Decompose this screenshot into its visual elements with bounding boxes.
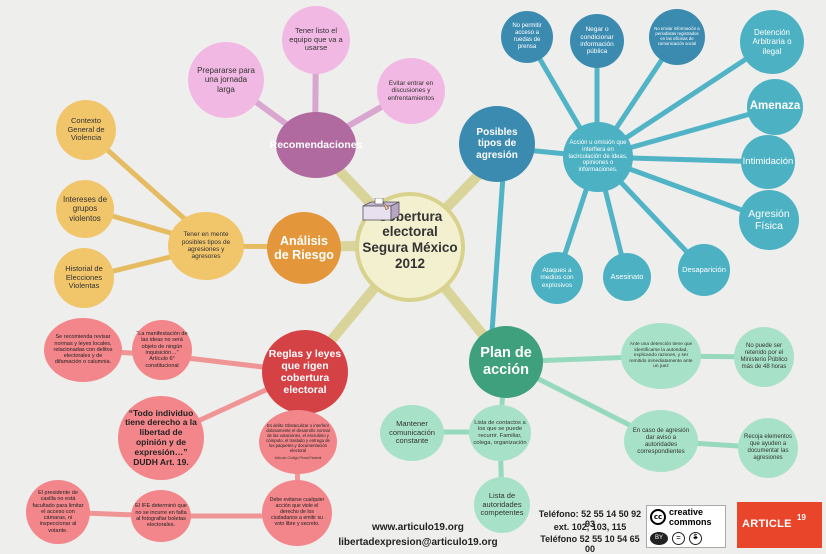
leaf-plan-6: En caso de agresión dar aviso a autorida…: [624, 410, 698, 472]
leaf-tipos-5: Amenaza: [747, 79, 803, 135]
leaf-plan-3: Mantener comunicación constante: [380, 405, 444, 461]
article19-number: 19: [797, 513, 806, 522]
leaf-tipos-2: Negar o condicionar información pública: [570, 14, 624, 68]
leaf-analisis-2: Intereses de grupos violentos: [56, 180, 114, 238]
ballot-box-icon: [362, 198, 400, 221]
leaf-recomendaciones-1: Prepararse para una jornada larga: [188, 42, 264, 118]
article19-logo[interactable]: ARTICLE 19: [737, 502, 822, 548]
cc-logo-row: cc creative commons: [650, 507, 724, 528]
creative-commons-badge[interactable]: cc creative commons BY = $: [646, 505, 726, 548]
cc-nd-icon: =: [672, 531, 685, 545]
links-plan: [413, 353, 769, 506]
leaf-analisis-3: Historial de Elecciones Violentas: [54, 248, 114, 308]
footer-ext: ext. 102, 103, 115: [553, 522, 627, 532]
leaf-plan-7: Recoja elementos que ayuden a documentar…: [738, 418, 798, 478]
leaf-tipos-3: No enviar información a periodistas regi…: [649, 9, 705, 65]
footer-website[interactable]: www.articulo19.org: [372, 522, 464, 533]
leaf-recomendaciones-3: Evitar entrar en discusiones y enfrentam…: [377, 58, 445, 124]
leaf-tipos-6: Intimidación: [741, 135, 795, 189]
leaf-reglas-1: Se recomienda revisar normas y leyes loc…: [44, 318, 122, 382]
leaf-reglas-6: El IFE determinó que no se incurre en fa…: [131, 490, 191, 542]
cc-by-icon: BY: [650, 531, 668, 545]
leaf-tipos-1: No permitir acceso a ruedas de prensa: [501, 11, 553, 63]
center-topic: Cobertura electoral Segura México 2012: [355, 192, 465, 302]
cc-license-row: BY = $: [650, 531, 722, 545]
leaf-tipos-7: Agresión Física: [739, 190, 799, 250]
links-tipos: [487, 35, 776, 361]
article19-word: ARTICLE: [742, 518, 792, 530]
hub-tipos: Acción u omisión que interfiera en lacir…: [563, 122, 633, 192]
leaf-reglas-4: Es delito Obstaculizar o interferir dolo…: [259, 410, 337, 474]
leaf-recomendaciones-2: Tener listo el equipo que va a usarse: [282, 6, 350, 74]
leaf-reglas-7: Debe evitarse cualquier acción que viole…: [262, 480, 332, 546]
hub-analisis: Tener en mente posibles tipos de agresio…: [168, 212, 244, 280]
leaf-tipos-8: Desaparición: [678, 244, 730, 296]
node-tipos: Posibles tipos de agresión: [459, 106, 535, 182]
cc-text-commons: commons: [669, 517, 712, 527]
leaf-analisis-1: Contexto General de Violencia: [56, 100, 116, 160]
leaf-reglas-3: “Todo individuo tiene derecho a la liber…: [118, 396, 204, 480]
leaf-tipos-10: Ataques a medios con explosivos: [531, 252, 583, 304]
leaf-plan-2: No puede ser retenido por el Ministerio …: [734, 327, 794, 387]
leaf-plan-4: Lista de contactos a los que se puede re…: [469, 405, 531, 461]
leaf-tipos-9: Asesinato: [603, 253, 651, 301]
footer-email[interactable]: libertadexpresion@articulo19.org: [338, 537, 498, 548]
cc-nc-icon: $: [689, 531, 702, 545]
leaf-reglas-2: “La manifestación de las ideas no será o…: [132, 320, 192, 380]
leaf-plan-1: Ante una detención tiene que identificar…: [621, 323, 701, 389]
cc-icon: cc: [650, 509, 666, 525]
leaf-reglas-5: El presidente de casilla no está faculta…: [26, 480, 90, 544]
node-plan: Plan de acción: [469, 326, 543, 398]
node-recomendaciones: Recomendaciones: [270, 112, 362, 178]
leaf-tipos-4: Detención Arbitraria o ilegal: [740, 10, 804, 74]
node-reglas: Reglas y leyes que rigen cobertura elect…: [262, 330, 348, 414]
footer-phone-2: Teléfono 52 55 10 54 65 00: [540, 534, 640, 554]
footer-phone-1: Teléfono: 52 55 14 50 92 93: [538, 509, 642, 529]
cc-text-creative: creative: [669, 507, 704, 517]
leaf-plan-5: Lista de autoridades competentes: [474, 477, 530, 533]
node-analisis: Análisis de Riesgo: [267, 212, 341, 284]
center-title: Cobertura electoral Segura México 2012: [362, 208, 458, 271]
